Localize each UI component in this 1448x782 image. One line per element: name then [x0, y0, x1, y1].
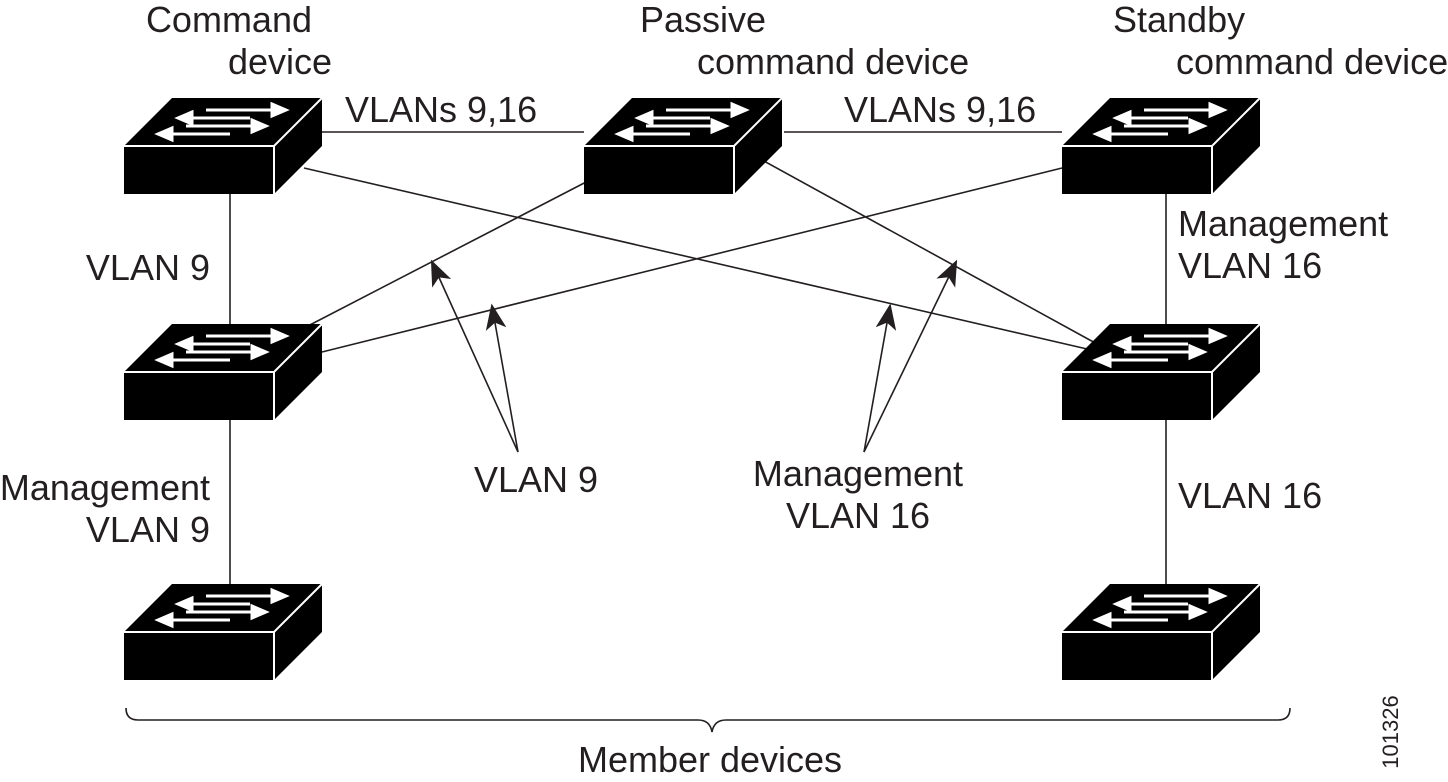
switch-passive: [584, 97, 783, 194]
switch-icon: [584, 97, 783, 194]
callout-label-mgmt16-line1: Management: [753, 453, 963, 494]
standby-device-label-line1: Standby: [1113, 0, 1245, 40]
link-label-standby-member-right-line1: Management: [1178, 203, 1388, 244]
switch-member-left-lower: [124, 583, 323, 680]
link-label-member-left-lower-line1: Management: [0, 467, 210, 508]
switch-icon: [124, 97, 323, 194]
link-label-standby-member-right-line2: VLAN 16: [1178, 245, 1322, 286]
switch-icon: [1062, 583, 1261, 680]
member-devices-brace: [125, 707, 1291, 733]
link-label-member-right-lower: VLAN 16: [1178, 475, 1322, 516]
arrow-vlan9-right: [485, 303, 519, 453]
arrow-vlan9-left: [430, 259, 519, 453]
switch-icon: [1062, 97, 1261, 194]
command-device-label-line2: device: [228, 41, 332, 82]
figure-id: 101326: [1378, 695, 1403, 768]
callout-label-mgmt16-line2: VLAN 16: [786, 495, 930, 536]
switch-standby: [1062, 97, 1261, 194]
links: [229, 131, 1167, 586]
switch-member-right-upper: [1062, 323, 1261, 420]
switch-member-left-upper: [124, 323, 323, 420]
arrow-mgmt16-left: [863, 303, 897, 453]
callout-arrows: [430, 259, 958, 453]
member-devices-label: Member devices: [578, 739, 842, 780]
link-label-member-left-lower-line2: VLAN 9: [86, 509, 210, 550]
switch-icon: [124, 583, 323, 680]
switch-command: [124, 97, 323, 194]
callout-label-vlan9: VLAN 9: [474, 459, 598, 500]
link-standby-member-left: [321, 167, 1063, 353]
passive-device-label-line2: command device: [697, 41, 969, 82]
link-command-member-right: [303, 167, 1101, 353]
switch-icon: [124, 323, 323, 420]
switch-member-right-lower: [1062, 583, 1261, 680]
link-label-passive-standby: VLANs 9,16: [844, 89, 1036, 130]
switch-icon: [1062, 323, 1261, 420]
arrow-mgmt16-right: [863, 259, 958, 453]
passive-device-label-line1: Passive: [640, 0, 766, 40]
command-device-label-line1: Command: [146, 0, 312, 40]
link-passive-member-right: [761, 159, 1109, 351]
link-label-command-passive: VLANs 9,16: [345, 89, 537, 130]
link-passive-member-left: [303, 179, 591, 329]
standby-device-label-line2: command device: [1176, 41, 1448, 82]
link-label-command-member-left: VLAN 9: [86, 247, 210, 288]
